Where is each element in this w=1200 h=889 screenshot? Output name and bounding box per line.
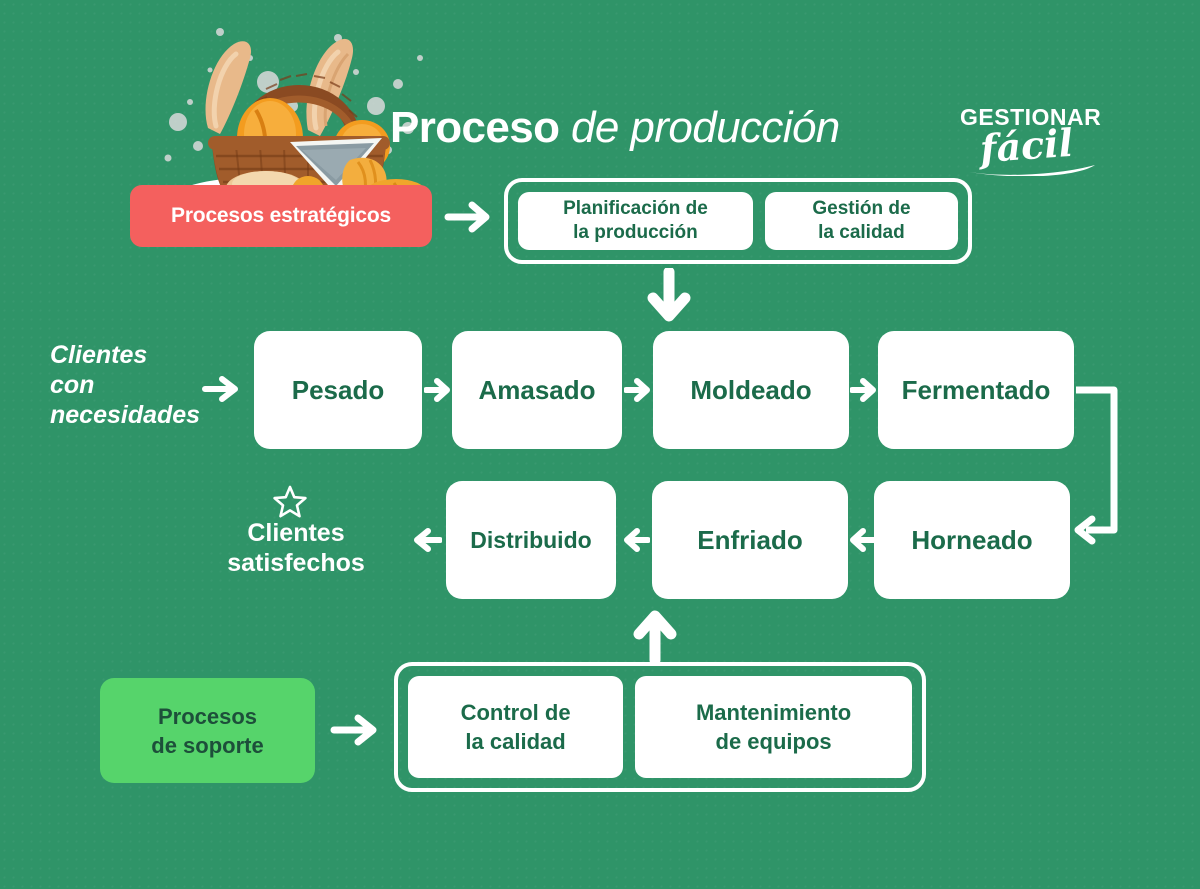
support-card-control-calidad[interactable]: Control de la calidad (408, 676, 624, 778)
strategic-card-planificacion-line2: la producción (573, 222, 698, 243)
process-step-fermentado[interactable]: Fermentado (878, 331, 1074, 449)
process-step-enfriado-label: Enfriado (697, 524, 803, 555)
process-step-amasado[interactable]: Amasado (452, 331, 622, 449)
process-step-moldeado-label: Moldeado (690, 374, 812, 405)
arrow-up-support-to-enfriado (633, 610, 677, 664)
strategic-card-gestion-calidad[interactable]: Gestión de la calidad (764, 192, 958, 250)
output-label-clientes-satisfechos: Clientes satisfechos (196, 518, 396, 578)
process-step-enfriado[interactable]: Enfriado (652, 481, 848, 599)
process-step-distribuido[interactable]: Distribuido (446, 481, 616, 599)
page-title: Proceso de producción (390, 100, 840, 156)
arrow-right-support (330, 714, 377, 746)
strategic-card-gestion-calidad-line1: Gestión de (812, 198, 911, 219)
support-processes-badge[interactable]: Procesos de soporte (100, 678, 315, 783)
support-card-mantenimiento-equipos-line1: Mantenimiento (695, 700, 852, 725)
brand-logo-underline (969, 165, 1095, 176)
arrow-right-amasado-to-moldeado (624, 378, 650, 402)
process-step-distribuido-label: Distribuido (470, 526, 592, 553)
strategic-card-planificacion-line1: Planificación de (563, 198, 708, 219)
star-icon (273, 485, 307, 518)
support-processes-badge-line2: de soporte (151, 732, 264, 758)
support-processes-badge-line1: Procesos (157, 703, 258, 729)
process-step-fermentado-label: Fermentado (901, 374, 1051, 405)
output-label-line2: satisfechos (227, 549, 365, 577)
arrow-right-pesado-to-amasado (424, 378, 450, 402)
strategic-processes-badge-label: Procesos estratégicos (171, 204, 391, 227)
strategic-card-planificacion[interactable]: Planificación de la producción (518, 192, 753, 250)
arrow-right-moldeado-to-fermentado (850, 378, 876, 402)
page-title-bold: Proceso (390, 103, 560, 152)
arrow-left-distribuido-to-clientes (414, 528, 442, 552)
arrow-down-strategic-to-moldeado (647, 268, 691, 322)
page-title-italic: de producción (559, 103, 840, 152)
strategic-card-gestion-calidad-line2: la calidad (818, 222, 905, 243)
input-label-line3: necesidades (50, 401, 201, 429)
process-step-pesado[interactable]: Pesado (254, 331, 422, 449)
process-step-horneado[interactable]: Horneado (874, 481, 1070, 599)
input-label-clientes-con-necesidades: Clientes con necesidades (50, 340, 240, 430)
strategic-processes-group: Planificación de la producción Gestión d… (504, 178, 972, 264)
process-step-pesado-label: Pesado (291, 374, 385, 405)
support-card-control-calidad-line1: Control de (460, 700, 571, 725)
arrow-elbow-fermentado-to-horneado (1074, 386, 1118, 545)
strategic-processes-badge[interactable]: Procesos estratégicos (130, 185, 432, 247)
support-card-mantenimiento-equipos[interactable]: Mantenimiento de equipos (635, 676, 912, 778)
process-step-amasado-label: Amasado (478, 374, 596, 405)
arrow-left-horneado-to-enfriado (850, 528, 876, 552)
support-card-control-calidad-line2: la calidad (465, 729, 566, 754)
arrow-right-strategic (444, 201, 490, 233)
support-card-mantenimiento-equipos-line2: de equipos (715, 729, 832, 754)
input-label-line1: Clientes (50, 341, 148, 369)
brand-logo: GESTIONAR fácil (955, 104, 1125, 184)
process-step-horneado-label: Horneado (911, 524, 1033, 555)
brand-logo-top: GESTIONAR (960, 104, 1102, 130)
arrow-left-enfriado-to-distribuido (624, 528, 650, 552)
process-step-moldeado[interactable]: Moldeado (653, 331, 849, 449)
arrow-right-clientes-to-pesado (202, 376, 238, 402)
output-label-line1: Clientes (247, 519, 345, 547)
support-processes-group: Control de la calidad Mantenimiento de e… (394, 662, 926, 792)
input-label-line2: con (50, 371, 95, 399)
